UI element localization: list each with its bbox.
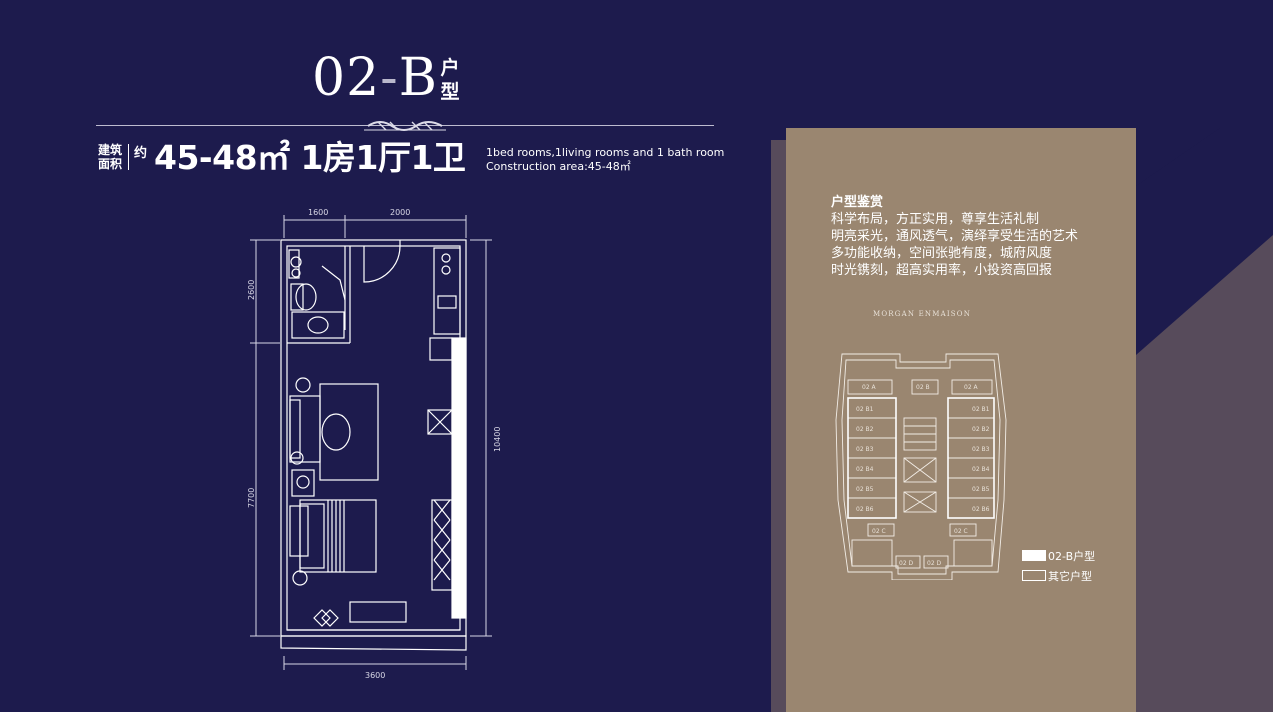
keyplan-unit-label: 02 C [872,528,886,535]
bed [299,499,377,573]
brand-name: MORGAN ENMAISON [873,310,972,318]
panel-shadow-left [771,140,786,712]
construction-area-label: 建筑面积 [98,143,123,171]
approx-label: 约 [134,146,148,161]
panel-heading: 户型鉴赏 [831,195,884,210]
area-and-layout: 45-48㎡ 1房1厅1卫 [154,138,466,177]
unit-code-dash: - [380,48,399,108]
dim-top-right: 2000 [390,208,410,217]
coffee-table [321,413,351,451]
legend-swatch-filled [1022,550,1046,561]
english-rooms: 1bed rooms,1living rooms and 1 bath room [486,146,725,159]
keyplan-unit-label: 02 B2 [972,426,990,433]
keyplan-unit-label: 02 B5 [972,486,990,493]
keyplan-unit-label: 02 D [899,560,914,567]
keyplan-unit-label: 02 B1 [856,406,874,413]
panel-line: 时光镌刻，超高实用率，小投资高回报 [831,263,1053,278]
keyplan-outline [835,353,1007,580]
dim-left-lower: 7700 [247,488,256,508]
keyplan-unit-label: 02 D [927,560,942,567]
toilet-fixture [295,283,317,311]
keyplan-unit-label: 02 A [964,384,979,391]
unit-code-title: 02-B [312,48,438,108]
keyplan-unit-label: 02 B3 [972,446,990,453]
legend-main-label: 02-B户型 [1048,550,1096,563]
keyplan-unit-label: 02 B5 [856,486,874,493]
english-area: Construction area:45-48㎡ [486,160,631,173]
keyplan-unit-label: 02 B1 [972,406,990,413]
title-divider [96,125,714,126]
keyplan-unit-label: 02 B6 [972,506,990,513]
panel-description: 户型鉴赏 科学布局，方正实用，尊享生活礼制 明亮采光，通风透气，演绎享受生活的艺… [831,195,1121,279]
ornament-icon [364,121,446,131]
panel-shadow-right [1136,235,1273,712]
label-separator [128,144,129,170]
unit-type-label: 户型 [440,57,460,103]
keyplan-unit-label: 02 B [916,384,930,391]
kitchen-counter [433,247,461,335]
panel-line: 明亮采光，通风透气，演绎享受生活的艺术 [831,229,1079,244]
dim-left-upper: 2600 [247,280,256,300]
floor-plan: 1600 2000 2600 7700 10400 3600 [247,208,502,680]
keyplan-unit-label: 02 A [862,384,877,391]
living-rug [319,383,379,481]
dim-right: 10400 [493,427,502,452]
unit-code-suffix: B [398,48,438,108]
shower-fixture [288,249,300,279]
keyplan-unit-label: 02 B2 [856,426,874,433]
legend-swatch-outline [1022,570,1046,581]
english-description: 1bed rooms,1living rooms and 1 bath room… [486,146,724,174]
keyplan-unit-label: 02 B4 [856,466,874,473]
sink-fixture [307,316,329,334]
keyplan-unit-label: 02 B3 [856,446,874,453]
wardrobe [431,499,453,591]
panel-line: 多功能收纳，空间张驰有度，城府风度 [831,246,1053,261]
unit-code-prefix: 02 [312,48,381,108]
dim-bottom: 3600 [365,671,385,680]
panel-line: 科学布局，方正实用，尊享生活礼制 [831,212,1040,227]
key-plan: 02 A 02 B 02 A 02 B1 02 B2 02 B3 02 B4 0… [835,353,1007,580]
keyplan-unit-label: 02 C [954,528,968,535]
legend-other-label: 其它户型 [1048,570,1092,583]
dim-top-left: 1600 [308,208,328,217]
keyplan-unit-label: 02 B4 [972,466,990,473]
keyplan-unit-label: 02 B6 [856,506,874,513]
window-wall [451,337,467,619]
desk [349,601,407,623]
